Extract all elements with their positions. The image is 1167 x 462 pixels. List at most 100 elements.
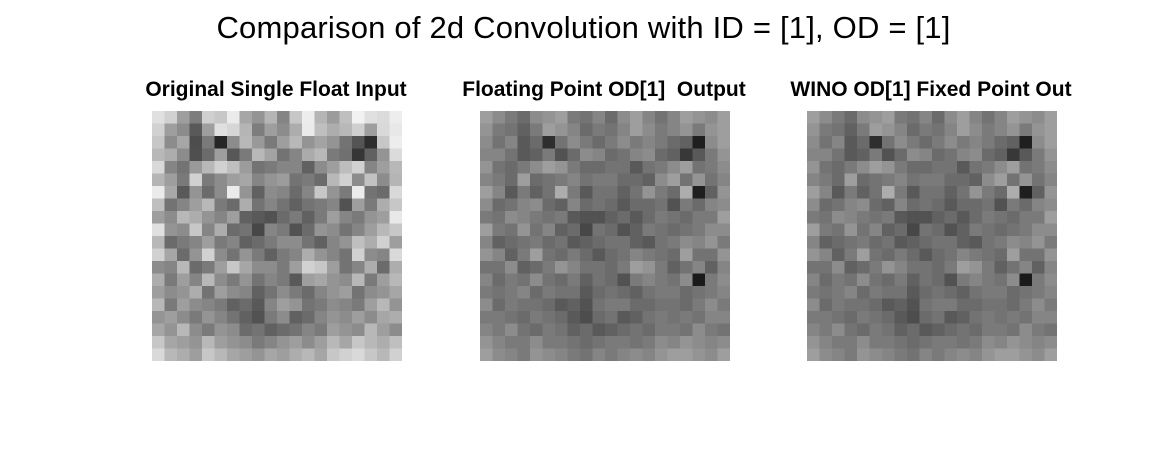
heatmap-cell xyxy=(857,136,870,149)
heatmap-cell xyxy=(605,311,618,324)
heatmap-cell xyxy=(680,261,693,274)
heatmap-cell xyxy=(592,211,606,224)
heatmap-cell xyxy=(919,348,933,361)
heatmap-cell xyxy=(530,136,543,149)
heatmap-cell xyxy=(177,136,190,149)
heatmap-cell xyxy=(630,161,643,174)
heatmap-cell xyxy=(692,223,706,237)
heatmap-cell xyxy=(327,111,340,124)
heatmap-cell xyxy=(919,186,933,199)
heatmap-cell xyxy=(617,248,631,262)
heatmap-cell xyxy=(214,223,228,237)
heatmap-cell xyxy=(642,336,656,349)
heatmap-cell xyxy=(530,173,543,187)
heatmap-cell xyxy=(1044,123,1057,137)
heatmap-cell xyxy=(844,248,858,262)
heatmap-cell xyxy=(957,323,970,337)
heatmap-cell xyxy=(957,236,970,249)
heatmap-cell xyxy=(389,173,402,187)
heatmap-cell xyxy=(692,311,706,324)
heatmap-cell xyxy=(314,236,328,249)
heatmap-cell xyxy=(807,173,820,187)
heatmap-cell xyxy=(592,111,606,124)
heatmap-cell xyxy=(227,173,240,187)
heatmap-cell xyxy=(667,311,681,324)
heatmap-cell xyxy=(339,248,353,262)
heatmap-cell xyxy=(352,261,365,274)
heatmap-cell xyxy=(202,198,215,212)
heatmap-cell xyxy=(339,348,353,361)
heatmap-cell xyxy=(302,273,315,287)
heatmap-cell xyxy=(505,223,518,237)
heatmap-cell xyxy=(152,236,165,249)
heatmap-cell xyxy=(807,148,820,162)
heatmap-cell xyxy=(617,311,631,324)
heatmap-cell xyxy=(944,336,958,349)
heatmap-cell xyxy=(919,286,933,299)
heatmap-cell xyxy=(177,198,190,212)
heatmap-cell xyxy=(705,236,718,249)
heatmap-cell xyxy=(944,198,958,212)
heatmap-cell xyxy=(994,286,1008,299)
heatmap-cell xyxy=(492,261,506,274)
heatmap-cell xyxy=(164,198,178,212)
heatmap-cell xyxy=(530,311,543,324)
heatmap-cell xyxy=(239,136,253,149)
heatmap-cell xyxy=(605,223,618,237)
heatmap-cell xyxy=(1032,198,1045,212)
heatmap-cell xyxy=(1044,273,1057,287)
heatmap-cell xyxy=(1044,348,1057,361)
heatmap-cell xyxy=(819,248,833,262)
heatmap-cell xyxy=(567,236,581,249)
heatmap-original-input xyxy=(152,111,402,361)
heatmap-cell xyxy=(364,111,378,124)
heatmap-cell xyxy=(492,311,506,324)
heatmap-cell xyxy=(327,173,340,187)
heatmap-cell xyxy=(907,336,920,349)
heatmap-cell xyxy=(894,336,908,349)
heatmap-cell xyxy=(869,248,883,262)
heatmap-cell xyxy=(717,348,730,361)
heatmap-cell xyxy=(530,186,543,199)
heatmap-cell xyxy=(555,348,568,361)
heatmap-cell xyxy=(289,161,303,174)
heatmap-cell xyxy=(932,286,945,299)
heatmap-cell xyxy=(617,123,631,137)
heatmap-cell xyxy=(857,161,870,174)
heatmap-cell xyxy=(505,123,518,137)
heatmap-cell xyxy=(517,236,531,249)
heatmap-cell xyxy=(617,161,631,174)
heatmap-cell xyxy=(480,223,493,237)
heatmap-cell xyxy=(517,198,531,212)
heatmap-cell xyxy=(882,248,895,262)
heatmap-cell xyxy=(819,336,833,349)
heatmap-cell xyxy=(832,298,845,312)
heatmap-cell xyxy=(605,336,618,349)
heatmap-cell xyxy=(314,323,328,337)
heatmap-cell xyxy=(505,236,518,249)
heatmap-cell xyxy=(289,186,303,199)
heatmap-cell xyxy=(1032,348,1045,361)
heatmap-cell xyxy=(580,273,593,287)
heatmap-cell xyxy=(692,186,706,199)
heatmap-cell xyxy=(667,323,681,337)
heatmap-cell xyxy=(239,311,253,324)
heatmap-cell xyxy=(832,198,845,212)
heatmap-cell xyxy=(214,286,228,299)
heatmap-cell xyxy=(530,286,543,299)
heatmap-cell xyxy=(919,298,933,312)
heatmap-cell xyxy=(882,123,895,137)
heatmap-cell xyxy=(994,186,1008,199)
heatmap-cell xyxy=(289,111,303,124)
heatmap-cell xyxy=(869,348,883,361)
heatmap-cell xyxy=(832,311,845,324)
heatmap-cell xyxy=(1032,211,1045,224)
heatmap-cell xyxy=(630,248,643,262)
heatmap-cell xyxy=(982,261,995,274)
heatmap-cell xyxy=(227,136,240,149)
heatmap-cell xyxy=(1019,161,1033,174)
heatmap-cell xyxy=(807,286,820,299)
heatmap-cell xyxy=(252,236,265,249)
heatmap-cell xyxy=(567,311,581,324)
heatmap-cell xyxy=(277,311,290,324)
